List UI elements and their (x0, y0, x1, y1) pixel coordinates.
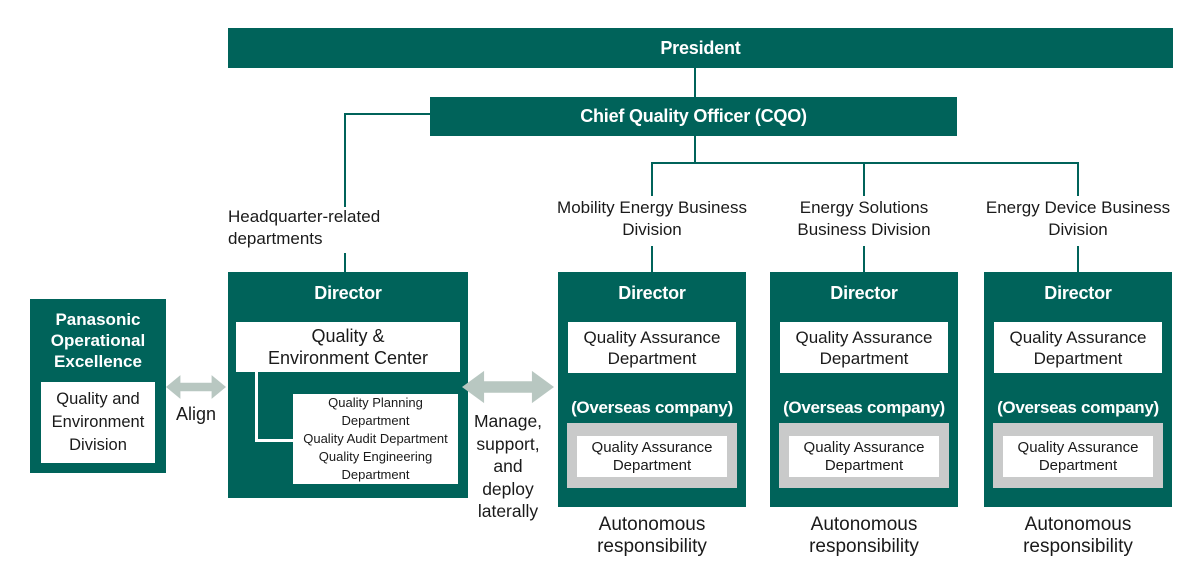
department-item: Quality Audit Department (303, 431, 448, 446)
autonomous-responsibility-label: Autonomous responsibility (1023, 514, 1133, 557)
connector-label-box-3 (1077, 246, 1079, 272)
manage-arrow-label: Manage, support, and deploy laterally (473, 411, 543, 521)
overseas-qa-department-box: Quality Assurance Department (789, 436, 939, 477)
division-director-label: Director (618, 283, 686, 303)
connector-label-box-1 (651, 246, 653, 272)
quality-environment-center-box: Quality & Environment Center (236, 322, 460, 372)
overseas-company-box: Quality Assurance Department (779, 423, 949, 488)
overseas-company-label: (Overseas company) (997, 398, 1159, 417)
cqo-label: Chief Quality Officer (CQO) (580, 106, 807, 126)
autonomous-responsibility-label: Autonomous responsibility (809, 514, 919, 557)
poe-division-box: Quality and Environment Division (41, 382, 155, 463)
department-item: Quality Planning Department (328, 395, 423, 428)
qa-department-box: Quality Assurance Department (780, 322, 948, 373)
connector-cqo-hq-v1 (344, 113, 346, 207)
connector-drop-3 (1077, 162, 1079, 196)
connector-drop-2 (863, 162, 865, 196)
hq-director-node: Director Quality & Environment Center Qu… (228, 272, 468, 498)
division-node-energy-device: Director Quality Assurance Department (O… (984, 272, 1172, 507)
poe-node: Panasonic Operational Excellence Quality… (30, 299, 166, 473)
hq-departments-box: Quality Planning Department Quality Audi… (293, 394, 458, 484)
hq-director-label: Director (314, 283, 382, 303)
cqo-node: Chief Quality Officer (CQO) (430, 97, 957, 136)
connector-president-cqo (694, 67, 696, 98)
hq-branch-label: Headquarter-related departments (228, 207, 381, 248)
overseas-company-label: (Overseas company) (571, 398, 733, 417)
connector-cqo-hq-h (344, 113, 430, 115)
align-arrow-icon (166, 373, 226, 401)
division-name: Energy Solutions Business Division (797, 198, 931, 239)
division-director-label: Director (1044, 283, 1112, 303)
overseas-qa-department-box: Quality Assurance Department (1003, 436, 1153, 477)
connector-label-box-2 (863, 246, 865, 272)
department-item: Quality Engineering Department (318, 449, 433, 482)
president-label: President (660, 37, 741, 58)
hq-inner-connector-v (255, 372, 258, 442)
poe-title: Panasonic Operational Excellence (50, 310, 146, 371)
division-node-mobility-energy: Director Quality Assurance Department (O… (558, 272, 746, 507)
connector-cqo-splitter (694, 136, 696, 164)
overseas-company-box: Quality Assurance Department (993, 423, 1163, 488)
qa-department-box: Quality Assurance Department (994, 322, 1162, 373)
division-name: Mobility Energy Business Division (557, 198, 747, 239)
splitter-line (651, 162, 1079, 164)
overseas-company-box: Quality Assurance Department (567, 423, 737, 488)
overseas-company-label: (Overseas company) (783, 398, 945, 417)
connector-drop-1 (651, 162, 653, 196)
autonomous-responsibility-label: Autonomous responsibility (597, 514, 707, 557)
division-node-energy-solutions: Director Quality Assurance Department (O… (770, 272, 958, 507)
qa-department-box: Quality Assurance Department (568, 322, 736, 373)
manage-arrow-icon (462, 368, 554, 406)
president-node: President (228, 28, 1173, 68)
division-director-label: Director (830, 283, 898, 303)
hq-inner-connector-h (255, 439, 294, 442)
align-label: Align (175, 404, 217, 424)
overseas-qa-department-box: Quality Assurance Department (577, 436, 727, 477)
connector-cqo-hq-v2 (344, 253, 346, 272)
division-name: Energy Device Business Division (985, 198, 1171, 239)
